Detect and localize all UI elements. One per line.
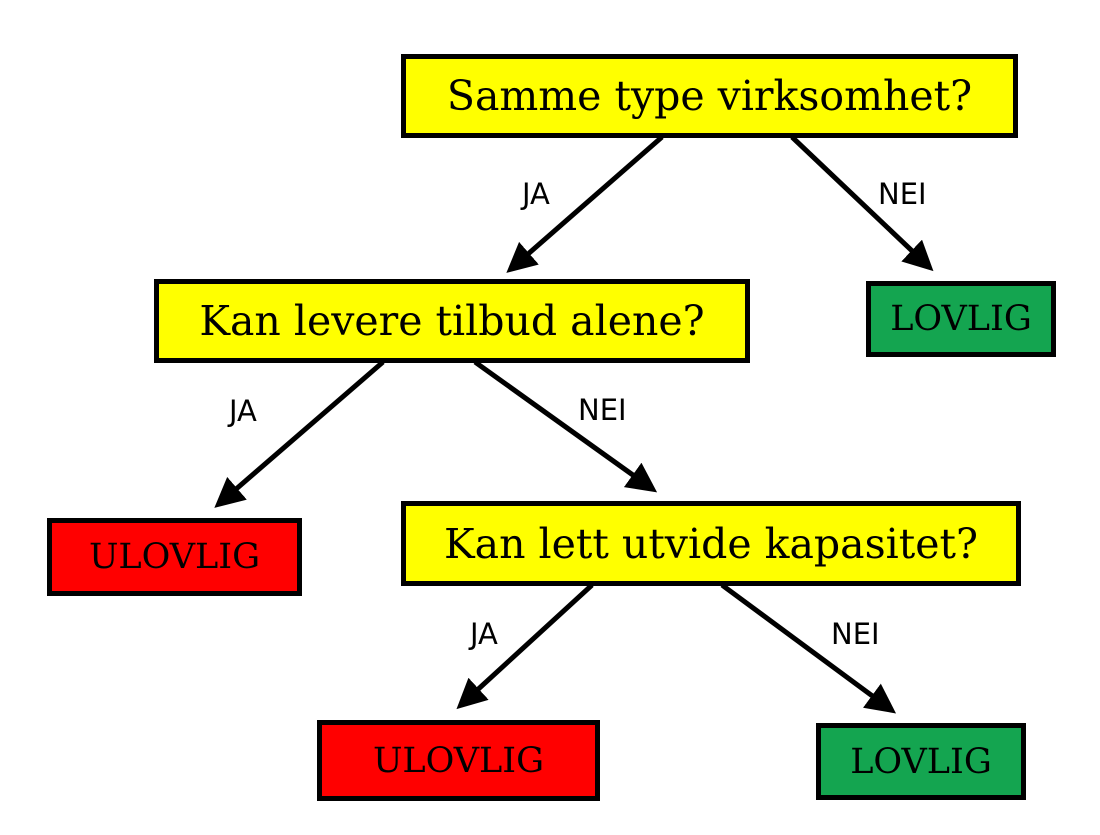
edge-label-q3-o4: NEI	[831, 617, 880, 651]
edge-label-q2-o2: JA	[229, 394, 257, 428]
edge-label-q3-o3: JA	[470, 617, 498, 651]
question-node-q2: Kan levere tilbud alene?	[154, 279, 750, 363]
question-node-q3: Kan lett utvide kapasitet?	[401, 501, 1021, 586]
arrow-q3-o3	[456, 583, 594, 710]
edge-label-q1-o1: NEI	[878, 177, 927, 211]
arrow-q2-q3	[473, 359, 658, 493]
arrow-q2-o2	[214, 360, 385, 508]
arrow-q1-o1	[790, 135, 934, 272]
edge-label-q1-q2: JA	[522, 177, 550, 211]
arrow-q3-o4	[720, 582, 897, 714]
question-node-q1: Samme type virksomhet?	[401, 54, 1018, 138]
arrow-q1-q2	[506, 135, 664, 273]
outcome-node-o3-ulovlig: ULOVLIG	[317, 720, 600, 801]
outcome-node-o4-lovlig: LOVLIG	[816, 723, 1026, 800]
outcome-node-o2-ulovlig: ULOVLIG	[47, 518, 302, 596]
edge-label-q2-q3: NEI	[578, 393, 627, 427]
outcome-node-o1-lovlig: LOVLIG	[866, 281, 1056, 357]
